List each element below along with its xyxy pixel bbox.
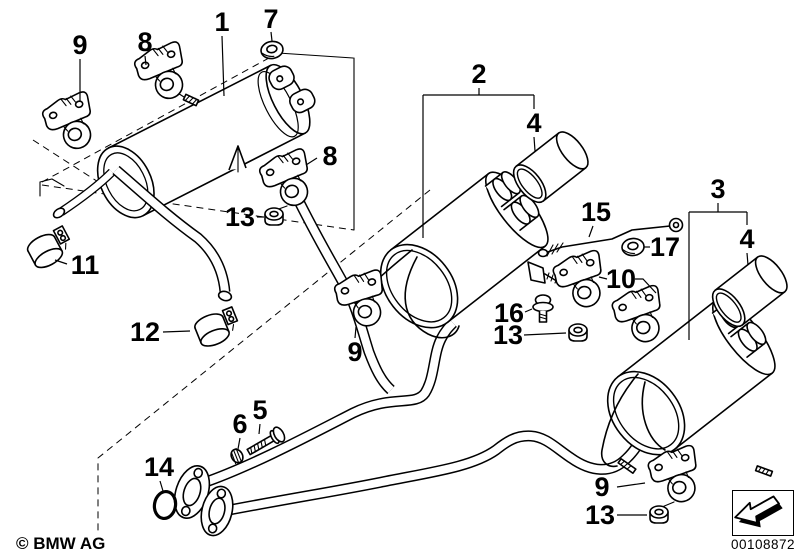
part-label-8b[interactable]: 8 [322, 141, 337, 171]
flange-drawing [200, 485, 234, 537]
silencer-bracket-wire [600, 373, 774, 477]
leader-line-10 [598, 276, 657, 294]
leader-line-15 [588, 225, 594, 238]
bolt-16-drawing[interactable] [532, 294, 554, 323]
drawing-plate: 00108872 [729, 490, 797, 552]
leader-line-13b [523, 332, 567, 336]
stud-plate-drawing [527, 261, 561, 284]
leader-line-4a [533, 136, 536, 152]
part-label-12[interactable]: 12 [130, 317, 160, 347]
part-number-text: 00108872 [730, 537, 796, 552]
part-label-5[interactable]: 5 [252, 395, 267, 425]
leader-line-11 [54, 259, 68, 265]
mounting-stud-drawing [182, 93, 200, 107]
part-label-9b[interactable]: 9 [347, 337, 362, 367]
leader-line-8a [144, 55, 147, 66]
leader-line-12 [162, 330, 191, 333]
clamp-11-drawing[interactable] [23, 224, 77, 273]
part-label-3[interactable]: 3 [710, 174, 725, 204]
part-label-10[interactable]: 10 [606, 264, 636, 294]
direction-arrow-icon [734, 495, 783, 528]
grommet-17-drawing[interactable] [620, 236, 646, 258]
part-label-8a[interactable]: 8 [137, 27, 152, 57]
centre-pipes-drawing [201, 319, 654, 517]
part-label-6[interactable]: 6 [232, 409, 247, 439]
part-label-4a[interactable]: 4 [526, 108, 541, 138]
nut-13-drawing[interactable] [568, 323, 588, 342]
hanger-9-drawing[interactable] [38, 90, 101, 156]
leader-line-9b [354, 326, 357, 339]
leader-line-8b [305, 157, 318, 166]
front-pipe-drawing [112, 165, 233, 302]
bracket-rod-drawing[interactable] [537, 217, 684, 258]
part-label-1[interactable]: 1 [214, 7, 229, 37]
rear-silencer-drawing[interactable] [86, 54, 326, 227]
leader-line-16 [524, 308, 533, 313]
leader-line-4b [746, 252, 749, 266]
leader-line-7 [270, 31, 273, 42]
part-label-11[interactable]: 11 [71, 250, 100, 280]
nut-13-drawing[interactable] [264, 207, 284, 226]
direction-arrow-box [732, 490, 794, 536]
hanger-10-drawing[interactable] [550, 248, 610, 313]
bolt-5-drawing[interactable] [245, 425, 287, 459]
part-label-13c[interactable]: 13 [585, 500, 615, 530]
leader-line-3 [688, 203, 748, 340]
leader-line-5 [258, 423, 261, 435]
leader-line-2 [422, 88, 535, 238]
grommet-7-drawing[interactable] [259, 39, 285, 61]
gasket-ring-drawing[interactable] [152, 489, 178, 521]
part-label-16[interactable]: 16 [494, 298, 524, 328]
part-label-13b[interactable]: 13 [493, 320, 523, 350]
part-label-4b[interactable]: 4 [739, 224, 754, 254]
leader-line-6 [237, 437, 241, 450]
part-label-9c[interactable]: 9 [594, 472, 609, 502]
part-label-13a[interactable]: 13 [225, 202, 255, 232]
part-label-7[interactable]: 7 [263, 4, 278, 34]
hanger-8-drawing[interactable] [255, 147, 318, 213]
hanger-10-drawing[interactable] [609, 283, 669, 348]
spring-clip-drawing[interactable] [229, 447, 246, 465]
part-label-17[interactable]: 17 [650, 232, 680, 262]
nut-13-drawing[interactable] [649, 505, 669, 524]
leader-line-14 [159, 480, 164, 492]
part-label-9a[interactable]: 9 [72, 30, 87, 60]
part-label-15[interactable]: 15 [581, 197, 611, 227]
part-label-14[interactable]: 14 [144, 452, 174, 482]
tailpipe-drawing [39, 168, 116, 219]
flange-drawing [173, 465, 211, 519]
leader-line-1 [221, 35, 225, 97]
clamp-12-drawing[interactable] [191, 305, 244, 351]
part-label-2[interactable]: 2 [471, 59, 486, 89]
copyright-text: © BMW AG [16, 534, 106, 553]
leader-line-9c [616, 482, 646, 488]
